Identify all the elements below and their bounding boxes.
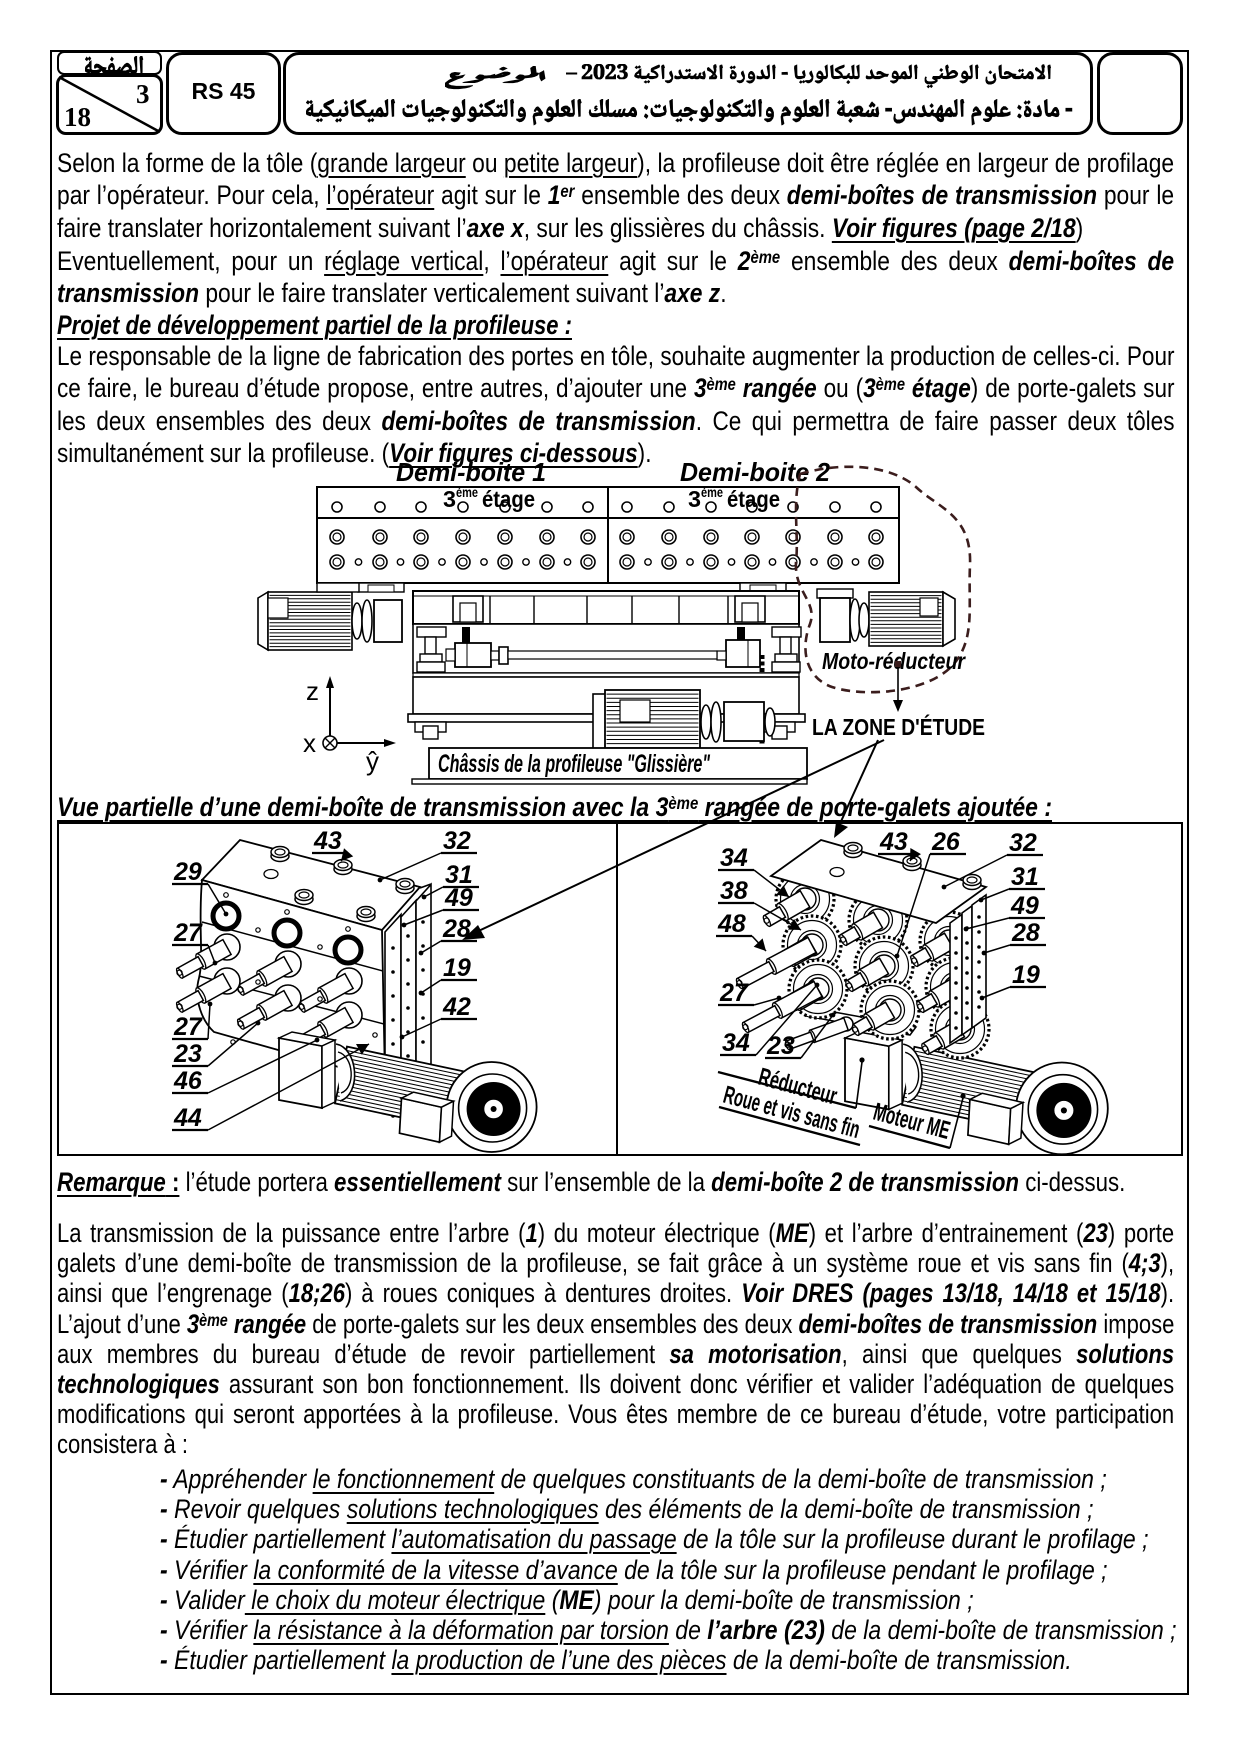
- svg-text:31: 31: [445, 861, 473, 889]
- svg-text:43: 43: [313, 827, 342, 855]
- svg-text:3: 3: [443, 486, 456, 512]
- svg-text:Demi-boite 1: Demi-boite 1: [396, 457, 546, 487]
- svg-text:étage: étage: [482, 486, 535, 512]
- svg-text:49: 49: [444, 884, 473, 912]
- svg-text:29: 29: [173, 858, 202, 886]
- svg-text:42: 42: [442, 993, 471, 1021]
- svg-text:34: 34: [722, 1029, 750, 1057]
- svg-text:Moto-réducteur: Moto-réducteur: [822, 648, 966, 674]
- svg-text:32: 32: [1009, 829, 1037, 857]
- svg-text:z: z: [306, 676, 319, 706]
- svg-text:38: 38: [720, 877, 748, 905]
- svg-text:43: 43: [879, 828, 908, 856]
- svg-text:27: 27: [719, 979, 749, 1007]
- svg-text:23: 23: [173, 1040, 202, 1068]
- svg-text:3: 3: [688, 486, 701, 512]
- svg-text:28: 28: [1011, 919, 1040, 947]
- svg-text:étage: étage: [727, 486, 780, 512]
- svg-text:23: 23: [766, 1032, 795, 1060]
- svg-text:27: 27: [173, 919, 203, 947]
- svg-text:ème: ème: [456, 484, 478, 500]
- svg-text:Châssis de la profileuse "Glis: Châssis de la profileuse "Glissière": [438, 750, 711, 778]
- svg-text:ŷ: ŷ: [366, 746, 379, 776]
- svg-text:19: 19: [443, 954, 471, 982]
- svg-text:x: x: [303, 728, 316, 758]
- svg-text:26: 26: [931, 828, 961, 856]
- svg-text:32: 32: [443, 827, 471, 855]
- svg-text:46: 46: [173, 1067, 203, 1095]
- svg-text:44: 44: [173, 1104, 202, 1132]
- svg-text:19: 19: [1012, 961, 1040, 989]
- svg-text:49: 49: [1010, 892, 1039, 920]
- svg-text:ème: ème: [701, 484, 723, 500]
- svg-text:LA ZONE D'ÉTUDE: LA ZONE D'ÉTUDE: [812, 713, 985, 740]
- svg-text:48: 48: [717, 910, 746, 938]
- svg-text:31: 31: [1011, 863, 1039, 891]
- svg-text:34: 34: [720, 844, 748, 872]
- svg-text:27: 27: [173, 1013, 203, 1041]
- svg-text:28: 28: [442, 915, 471, 943]
